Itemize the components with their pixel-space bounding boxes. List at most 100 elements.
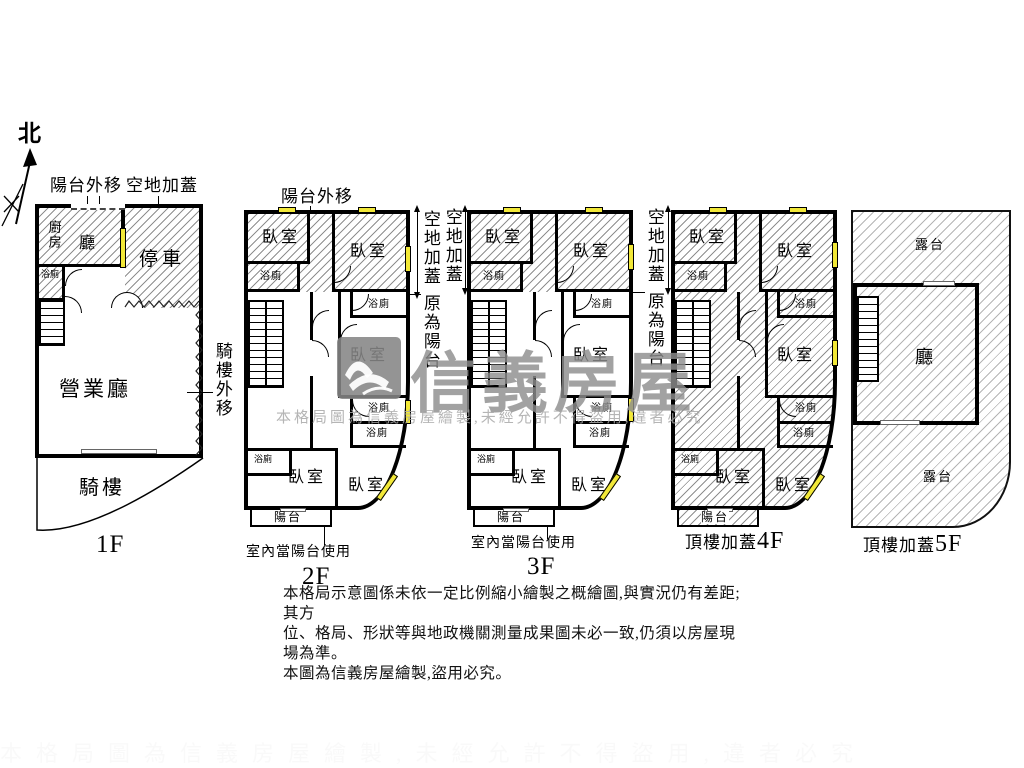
plan-outline-5f: 露台 廳 露台 (851, 210, 1011, 528)
room-bedroom (675, 214, 737, 264)
room-kitchen-hall (39, 208, 125, 267)
leader-line (187, 392, 213, 393)
room-label-bathroom: 浴廁 (795, 403, 817, 414)
room-label-bathroom: 浴廁 (589, 428, 611, 439)
floor-number-5f: 5F (935, 531, 963, 557)
door-arc (535, 310, 552, 327)
floor-1f: 陽台外移 空地加蓋 廚房 廳 停車 浴廁 營業廳 騎樓 1F (35, 177, 232, 565)
room-label-kitchen: 廚房 (46, 220, 62, 250)
room-label-bathroom: 浴廁 (681, 454, 700, 464)
room-bedroom (555, 214, 629, 292)
annotation-vacant-addition-1f: 空地加蓋 (126, 176, 198, 195)
room-bathroom (350, 424, 406, 448)
floor-number-3f: 3F (527, 553, 556, 580)
room-bedroom (675, 448, 765, 506)
room-label-bedroom: 臥室 (350, 243, 389, 260)
floor-caption-5f: 頂樓加蓋5F (863, 531, 963, 557)
window (880, 420, 920, 425)
room-label-bedroom: 臥室 (288, 469, 327, 486)
leader-line (409, 294, 421, 295)
zigzag-line (195, 307, 203, 456)
room-label-bedroom: 臥室 (777, 243, 816, 260)
room-label-bathroom: 浴廁 (366, 428, 388, 439)
room-label-hall: 廳 (79, 235, 96, 252)
stairs (857, 296, 879, 382)
window (278, 207, 296, 213)
annotation-balcony-moved-out-1f: 陽台外移 (50, 176, 122, 195)
annotation-originally-balcony-2f: 原為陽台 (420, 294, 440, 370)
wall (737, 376, 740, 448)
wall (533, 292, 536, 340)
window (628, 244, 634, 270)
room-label-bathroom: 浴廁 (477, 454, 496, 464)
floor-5f: 露台 廳 露台 頂樓加蓋5F (849, 206, 1015, 566)
north-label: 北 (18, 121, 41, 146)
room-label-bedroom: 臥室 (350, 347, 389, 364)
window (832, 242, 838, 268)
floor-4f: 臥室 臥室 浴廁 浴廁 臥室 浴廁 浴廁 浴廁 臥室 臥室 陽台 頂樓加蓋4F (671, 206, 841, 591)
door-arc (535, 340, 552, 357)
room-bedroom (471, 214, 533, 264)
stairs (248, 300, 284, 388)
north-arrow-icon (1, 148, 37, 227)
room-bathroom (777, 424, 833, 448)
room-label-bathroom: 浴廁 (41, 269, 60, 279)
window (585, 207, 603, 213)
wall-opening (71, 204, 125, 210)
wall (310, 292, 313, 340)
stairs (675, 300, 711, 388)
window (358, 207, 376, 213)
room-bedroom (248, 448, 338, 506)
window (280, 508, 306, 512)
room-label-bedroom: 臥室 (715, 469, 754, 486)
room-bathroom (471, 448, 515, 476)
room-label-bathroom: 浴廁 (591, 403, 613, 414)
plan-outline-1f: 廚房 廳 停車 浴廁 營業廳 (35, 204, 203, 458)
room-label-bedroom: 臥室 (511, 469, 550, 486)
room-bedroom (248, 214, 310, 264)
room-label-bathroom: 浴廁 (483, 271, 505, 282)
room-label-balcony: 陽台 (274, 510, 303, 524)
room-balcony (473, 510, 555, 527)
room-bathroom (675, 264, 727, 292)
disclaimer-line: 位、格局、形狀等與地政機關測量成果圖未必一致,仍須以房屋現場為準。 (283, 625, 736, 662)
door-arc (65, 269, 82, 286)
room-bathroom (777, 292, 833, 318)
room-bathroom (777, 398, 833, 424)
addition-area (471, 214, 629, 292)
plan-outline-2f: 臥室 臥室 浴廁 浴廁 臥室 浴廁 浴廁 浴廁 臥室 臥室 (244, 210, 410, 510)
leader-line (631, 292, 645, 293)
room-label-bedroom: 臥室 (573, 347, 612, 364)
room-label-bedroom: 臥室 (777, 347, 816, 364)
addition-area (248, 214, 406, 292)
annotation-vacant-addition-3f-right: 空地加蓋 (644, 208, 664, 284)
annotation-rooftop-addition: 頂樓加蓋 (685, 533, 757, 552)
room-label-balcony: 陽台 (497, 510, 526, 524)
disclaimer: 本格局示意圖係未依一定比例縮小繪製之概繪圖,與實況仍有差距;其方 位、格局、形狀… (283, 584, 743, 684)
room-label-living: 廳 (915, 347, 933, 367)
door-arc (65, 296, 82, 313)
room-label-bedroom: 臥室 (348, 477, 387, 494)
dimension-line (413, 205, 420, 299)
wall (737, 292, 740, 340)
floor-caption-4f: 頂樓加蓋4F (685, 528, 784, 554)
room-label-arcade: 騎樓 (79, 477, 125, 499)
room-label-balcony: 陽台 (701, 510, 730, 524)
disclaimer-line: 本圖為信義房屋繪製,盜用必究。 (283, 665, 512, 682)
door-arc (312, 340, 329, 357)
room-label-bedroom: 臥室 (775, 477, 814, 494)
room-bedroom (561, 292, 629, 398)
room-label-terrace: 露台 (923, 469, 954, 484)
window (832, 340, 838, 366)
room-label-bathroom: 浴廁 (368, 299, 390, 310)
window (789, 207, 807, 213)
room-label-bedroom: 臥室 (571, 477, 610, 494)
window (503, 508, 529, 512)
annotation-balcony-moved-out-2f: 陽台外移 (281, 187, 353, 206)
arcade-curve (36, 456, 204, 531)
room-bathroom (471, 264, 523, 292)
room-label-bathroom: 浴廁 (793, 428, 815, 439)
door-arc (739, 310, 756, 327)
stairs (471, 300, 507, 388)
